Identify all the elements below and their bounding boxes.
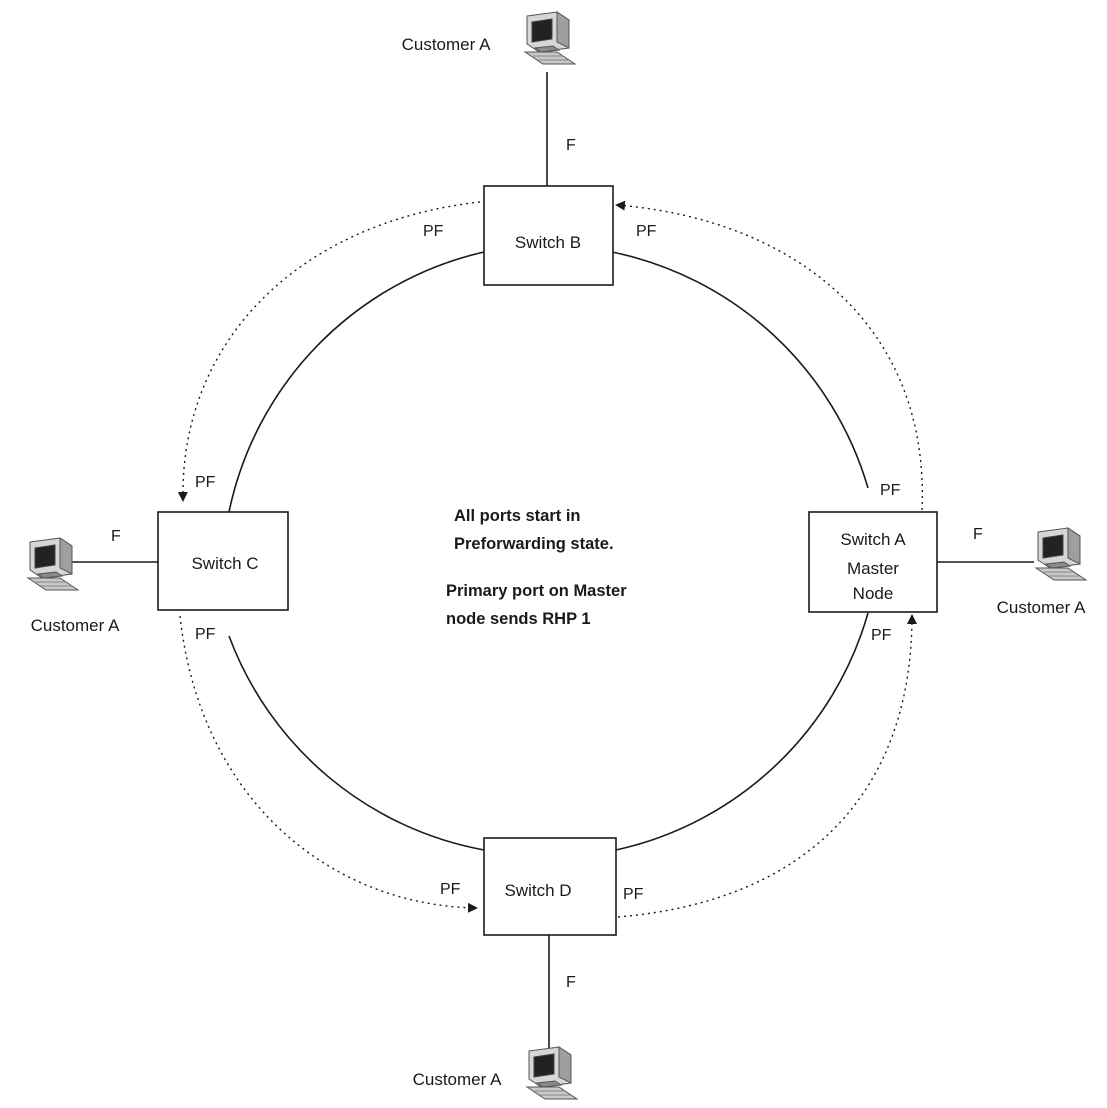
port-state-f-left: F bbox=[111, 528, 121, 545]
switch-b-box bbox=[483, 185, 614, 286]
customer-label-top: Customer A bbox=[402, 35, 491, 54]
port-state-pf-b-right: PF bbox=[636, 223, 657, 240]
customer-label-bottom: Customer A bbox=[413, 1070, 502, 1089]
customer-computer-icon-bottom bbox=[526, 1046, 578, 1100]
note-line-1: All ports start in bbox=[454, 507, 581, 525]
ring-arc-d-to-c bbox=[228, 635, 485, 851]
customer-label-right: Customer A bbox=[997, 598, 1086, 617]
switch-a-role-line2: Node bbox=[853, 584, 894, 603]
note-line-3: Primary port on Master bbox=[446, 582, 627, 600]
switch-d-label: Switch D bbox=[504, 881, 571, 900]
port-state-pf-c-bottom: PF bbox=[195, 626, 216, 643]
note-line-2: Preforwarding state. bbox=[454, 535, 614, 553]
ring-arc-c-to-b bbox=[228, 251, 485, 513]
ring-arc-b-to-a bbox=[611, 251, 869, 489]
port-state-pf-a-top: PF bbox=[880, 482, 901, 499]
port-state-f-top: F bbox=[566, 137, 576, 154]
rhp-path-c-to-d bbox=[179, 615, 478, 913]
ring-arc-a-to-d bbox=[615, 612, 869, 851]
rhp-path-b-to-c bbox=[177, 201, 481, 502]
customer-label-left: Customer A bbox=[31, 616, 120, 635]
rhp-path-a-to-b bbox=[615, 200, 923, 511]
switch-c-label: Switch C bbox=[191, 554, 258, 573]
port-state-pf-d-left: PF bbox=[440, 881, 461, 898]
switch-d-box bbox=[483, 837, 617, 936]
customer-computer-icon-right bbox=[1035, 527, 1087, 581]
rhp-path-d-to-a bbox=[617, 614, 917, 918]
customer-computer-icon-top bbox=[524, 11, 576, 65]
switch-b-label: Switch B bbox=[515, 233, 581, 252]
port-state-pf-d-right: PF bbox=[623, 886, 644, 903]
note-line-4: node sends RHP 1 bbox=[446, 610, 591, 628]
switch-a-label: Switch A bbox=[840, 530, 906, 549]
switch-a-role-line1: Master bbox=[847, 559, 899, 578]
port-state-pf-a-bottom: PF bbox=[871, 627, 892, 644]
port-state-f-right: F bbox=[973, 526, 983, 543]
port-state-pf-c-top: PF bbox=[195, 474, 216, 491]
port-state-pf-b-left: PF bbox=[423, 223, 444, 240]
port-state-f-bottom: F bbox=[566, 974, 576, 991]
switch-a-box bbox=[808, 511, 938, 613]
customer-computer-icon-left bbox=[27, 537, 79, 591]
switch-c-box bbox=[157, 511, 289, 611]
